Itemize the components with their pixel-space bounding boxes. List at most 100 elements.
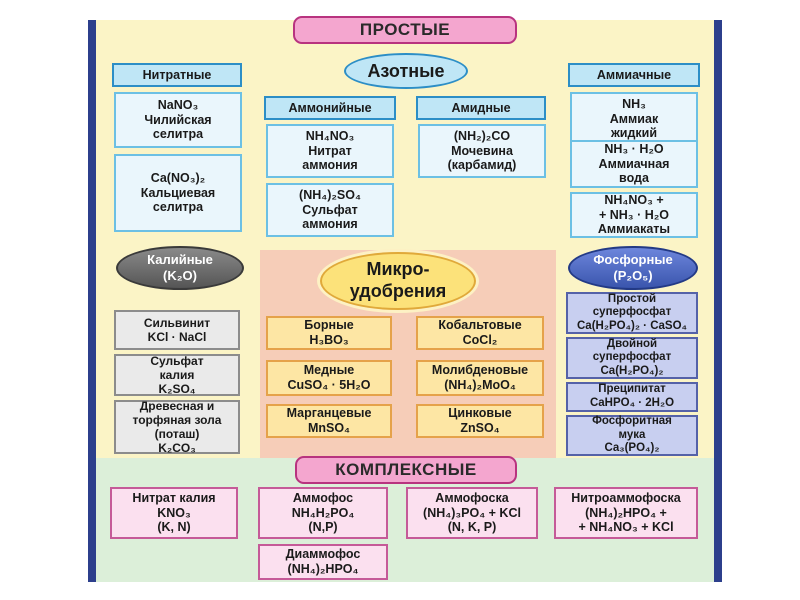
micro-item: Цинковые ZnSO₄ [416,404,544,438]
text-line: Ca₃(PO₄)₂ [604,442,660,455]
text-line: (карбамид) [447,158,517,173]
complex-item: Нитрат калия KNO₃ (K, N) [110,487,238,539]
right-frame-edge [714,20,722,582]
text-line: NH₃ [622,96,646,111]
text-line: калия [159,367,195,382]
text-line: NH₄H₂PO₄ [291,505,355,520]
text-line: (NH₄)₃PO₄ + KCl [423,505,521,520]
text-line: Ca(NO₃)₂ [150,170,206,185]
text-line: Ca(H₂PO₄)₂ [600,364,664,377]
text-line: CuSO₄ · 5H₂O [287,378,371,392]
nitrate-header: Нитратные [112,63,242,87]
text-line: NH₄NO₃ + [604,192,664,207]
text-line: Чилийская [144,112,212,127]
text-line: Марганцевые [286,406,372,421]
text-line: Фосфорные [593,251,673,267]
text-line: H₃BO₃ [309,333,349,347]
text-line: Сильвинит [143,315,211,330]
text-line: аммония [302,158,358,173]
text-line: (NH₄)₂MoO₄ [444,378,516,392]
text-line: Микро- [366,259,430,280]
text-line: Ca(H₂PO₄)₂ · CaSO₄ [577,319,687,332]
text-line: Кальциевая [140,185,216,200]
text-line: Двойной [606,337,658,350]
text-line: (NH₂)₂CO [453,128,511,143]
text-line: Нитрат [308,143,352,158]
text-line: Мочевина [451,143,513,158]
text-line: Аммиачная [598,156,670,171]
text-line: (NH₄)₂HPO₄ [287,562,359,576]
text-line: жидкий [610,126,658,141]
complex-header: КОМПЛЕКСНЫЕ [295,456,517,484]
text-line: + NH₃ · H₂O [598,207,670,222]
phosphorus-item: Преципитат CaHPO₄ · 2H₂O [566,382,698,412]
text-line: торфяная зола [132,412,222,427]
fertilizer-classification-poster: ПРОСТЫЕ Азотные Нитратные NaNO₃ Чилийска… [88,16,722,582]
complex-item: Нитроаммофоска (NH₄)₂HPO₄ + + NH₄NO₃ + K… [554,487,698,539]
micro-item: Молибденовые (NH₄)₂MoO₄ [416,360,544,396]
potassium-item: Древесная и торфяная зола (поташ) K₂CO₃ [114,399,240,456]
phosphorus-item: Простой суперфосфат Ca(H₂PO₄)₂ · CaSO₄ [566,292,698,334]
micro-title-ellipse: Микро- удобрения [320,252,476,310]
text-line: Нитрат калия [132,490,216,505]
text-line: селитра [152,200,204,215]
text-line: (K₂O) [163,268,197,283]
text-line: MnSO₄ [307,421,351,435]
text-line: Цинковые [448,406,512,421]
text-line: Сульфат [150,353,204,368]
text-line: K₂SO₄ [158,382,196,397]
text-line: (NH₄)₂HPO₄ + [585,505,667,520]
text-line: NH₄NO₃ [305,128,355,143]
text-line: удобрения [349,281,447,301]
ammonia-header: Аммиачные [568,63,700,87]
nitrogen-title-ellipse: Азотные [344,53,468,89]
complex-item: Аммофос NH₄H₂PO₄ (N,P) [258,487,388,539]
text-line: Кобальтовые [438,318,522,333]
ammonium-header: Аммонийные [264,96,396,120]
text-line: Фосфоритная [592,415,672,428]
ammonium-item: (NH₄)₂SO₄ Сульфат аммония [266,183,394,237]
text-line: ZnSO₄ [460,421,500,435]
amide-item: (NH₂)₂CO Мочевина (карбамид) [418,124,546,178]
text-line: (P₂O₅) [613,268,653,283]
ammonia-item: NH₃ · H₂O Аммиачная вода [570,140,698,188]
text-line: K₂CO₃ [158,441,196,456]
text-line: аммония [302,217,358,232]
text-line: Аммиакаты [597,222,671,237]
text-line: KNO₃ [157,505,191,520]
text-line: вода [619,171,649,186]
text-line: (N, K, P) [447,520,497,535]
text-line: CoCl₂ [462,333,498,347]
text-line: мука [618,428,646,441]
text-line: селитра [152,127,204,142]
text-line: KCl · NaCl [147,330,207,344]
text-line: Сульфат [302,202,358,217]
complex-item: Аммофоска (NH₄)₃PO₄ + KCl (N, K, P) [406,487,538,539]
text-line: NH₃ · H₂O [604,141,664,156]
text-line: Медные [303,363,355,378]
nitrate-item: NaNO₃ Чилийская селитра [114,92,242,148]
micro-item: Марганцевые MnSO₄ [266,404,392,438]
amide-header: Амидные [416,96,546,120]
text-line: Борные [304,318,354,333]
text-line: + NH₄NO₃ + KCl [578,520,674,535]
phosphorus-item: Двойной суперфосфат Ca(H₂PO₄)₂ [566,337,698,379]
nitrate-item: Ca(NO₃)₂ Кальциевая селитра [114,154,242,232]
text-line: Молибденовые [431,363,529,378]
text-line: (K, N) [157,520,191,535]
micro-item: Борные H₃BO₃ [266,316,392,350]
phosphorus-title-ellipse: Фосфорные (P₂O₅) [568,246,698,290]
ammonia-item: NH₃ Аммиак жидкий [570,92,698,146]
text-line: суперфосфат [592,306,672,319]
micro-item: Медные CuSO₄ · 5H₂O [266,360,392,396]
text-line: Нитроаммофоска [571,490,681,505]
potassium-item: Сульфат калия K₂SO₄ [114,354,240,396]
potassium-title-ellipse: Калийные (K₂O) [116,246,244,290]
simple-header: ПРОСТЫЕ [293,16,517,44]
left-frame-edge [88,20,96,582]
text-line: Простой [607,292,657,305]
potassium-item: Сильвинит KCl · NaCl [114,310,240,350]
text-line: Калийные [147,251,213,267]
text-line: Аммофос [292,490,354,505]
text-line: (N,P) [308,520,338,535]
